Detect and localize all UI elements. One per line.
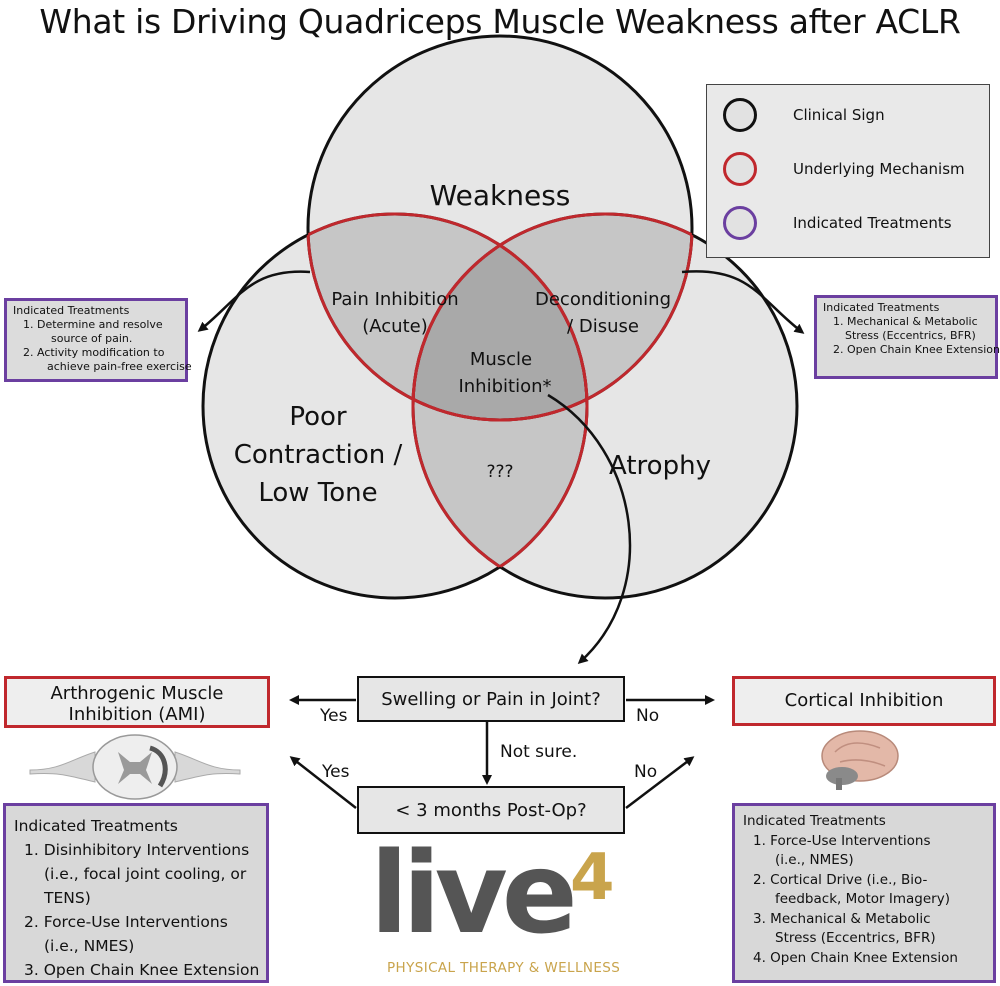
legend-label: Clinical Sign <box>793 106 885 124</box>
yes2-label: Yes <box>322 762 350 782</box>
yes2-arrow <box>289 756 357 809</box>
treatment-line: Stress (Eccentrics, BFR) <box>845 329 976 342</box>
ami-label-box: Arthrogenic Muscle Inhibition (AMI) <box>4 676 270 728</box>
treatment-line: 3. Open Chain Knee Extension <box>24 961 260 979</box>
treatment-line: 1. Disinhibitory Interventions <box>24 841 250 859</box>
treatment-line: (i.e., NMES) <box>775 852 854 868</box>
question-swelling-box: Swelling or Pain in Joint? <box>357 676 625 722</box>
logo-number: 4 <box>570 841 615 915</box>
treatment-line: 3. Mechanical & Metabolic <box>753 910 931 927</box>
treatment-line: achieve pain-free exercise <box>47 360 192 373</box>
ami-label-line: Arthrogenic Muscle <box>50 683 224 704</box>
legend-item-clinical-sign: Clinical Sign <box>723 95 885 135</box>
red-ring-icon <box>723 152 757 186</box>
muscle-inhibition-to-question-arrow <box>547 393 632 665</box>
no1-label: No <box>636 706 660 726</box>
treatment-line: TENS) <box>44 889 91 907</box>
treatment-line: Stress (Eccentrics, BFR) <box>775 930 936 946</box>
no2-label: No <box>634 762 658 782</box>
legend-item-treatments: Indicated Treatments <box>723 203 952 243</box>
treatment-line: (i.e., focal joint cooling, or <box>44 865 247 883</box>
poor-contraction-label-3: Low Tone <box>258 478 377 508</box>
treatment-line: 4. Open Chain Knee Extension <box>753 949 958 966</box>
spinal-cord-illustration <box>29 734 241 800</box>
unknown-overlap-label: ??? <box>486 462 513 482</box>
cortical-treatments-box: Indicated Treatments 1. Force-Use Interv… <box>732 803 996 983</box>
treatment-line: 1. Mechanical & Metabolic <box>833 315 978 328</box>
treatment-line: 2. Cortical Drive (i.e., Bio- <box>753 871 928 888</box>
treatment-line: 2. Force-Use Interventions <box>24 913 228 931</box>
black-ring-icon <box>723 98 757 132</box>
treatment-line: source of pain. <box>51 332 133 345</box>
ami-treatments-box: Indicated Treatments 1. Disinhibitory In… <box>3 803 269 983</box>
logo-word: live <box>370 829 578 959</box>
deconditioning-treatments-box: Indicated Treatments 1. Mechanical & Met… <box>814 295 1000 379</box>
deconditioning-label-2: / Disuse <box>567 316 639 337</box>
purple-ring-icon <box>723 206 757 240</box>
cortical-label: Cortical Inhibition <box>784 690 944 711</box>
pain-inhibition-label-1: Pain Inhibition <box>331 289 458 310</box>
treatment-line: 1. Determine and resolve <box>23 318 163 331</box>
question-swelling: Swelling or Pain in Joint? <box>381 688 601 710</box>
atrophy-label: Atrophy <box>609 451 711 481</box>
cortical-label-box: Cortical Inhibition <box>732 676 996 726</box>
logo-tagline: PHYSICAL THERAPY & WELLNESS <box>387 960 621 976</box>
pain-inhibition-label-2: (Acute) <box>362 316 427 337</box>
pain-to-treatment-arrow <box>197 270 311 332</box>
legend-label: Underlying Mechanism <box>793 160 965 178</box>
yes1-label: Yes <box>320 706 348 726</box>
treatments-heading: Indicated Treatments <box>14 817 178 835</box>
muscle-inhibition-label-1: Muscle <box>470 349 532 370</box>
treatment-line: (i.e., NMES) <box>44 937 135 955</box>
treatment-line: feedback, Motor Imagery) <box>775 891 950 907</box>
treatments-heading: Indicated Treatments <box>743 813 886 829</box>
question-postop-box: < 3 months Post-Op? <box>357 786 625 834</box>
treatment-line: 2. Activity modification to <box>23 346 165 359</box>
legend-label: Indicated Treatments <box>793 214 952 232</box>
treatments-heading: Indicated Treatments <box>13 304 130 317</box>
legend: Clinical Sign Underlying Mechanism Indic… <box>706 84 990 258</box>
weakness-label: Weakness <box>430 179 571 212</box>
deconditioning-label-1: Deconditioning <box>535 289 671 310</box>
brain-illustration <box>821 730 899 790</box>
pain-treatments-box: Indicated Treatments 1. Determine and re… <box>4 298 192 382</box>
treatments-heading: Indicated Treatments <box>823 301 940 314</box>
no2-arrow <box>625 756 695 809</box>
poor-contraction-label-2: Contraction / <box>234 440 403 470</box>
deconditioning-to-treatment-arrow <box>681 270 805 334</box>
ami-label-line: Inhibition (AMI) <box>68 704 206 725</box>
legend-item-mechanism: Underlying Mechanism <box>723 149 965 189</box>
muscle-inhibition-label-2: Inhibition* <box>458 376 551 397</box>
treatment-line: 2. Open Chain Knee Extension <box>833 343 1000 356</box>
question-postop: < 3 months Post-Op? <box>395 799 587 821</box>
poor-contraction-label-1: Poor <box>289 402 347 432</box>
page-title: What is Driving Quadriceps Muscle Weakne… <box>39 2 961 41</box>
treatment-line: 1. Force-Use Interventions <box>753 832 931 849</box>
not-sure-label: Not sure. <box>500 742 578 762</box>
